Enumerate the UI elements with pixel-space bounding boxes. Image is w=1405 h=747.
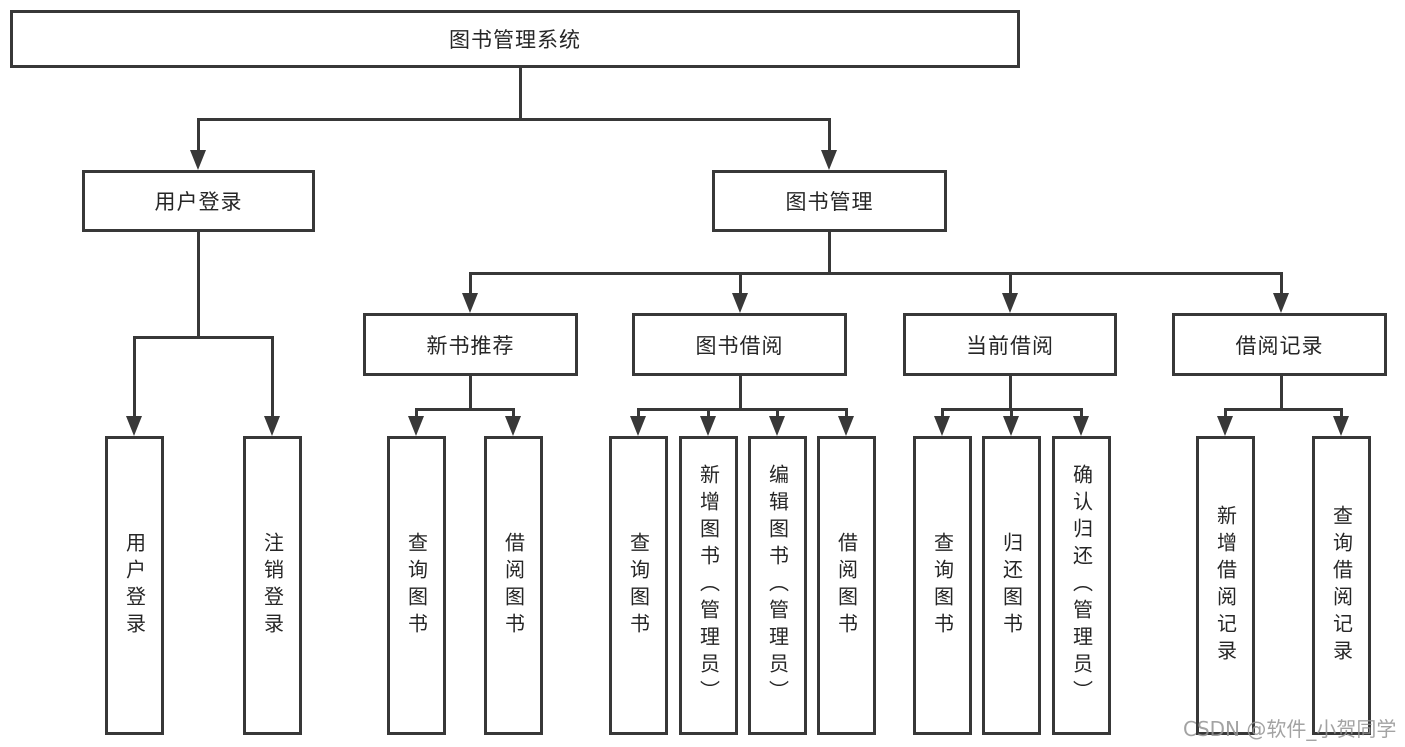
down-arrowhead-book-management xyxy=(821,150,837,170)
connector-drop-user-login xyxy=(197,118,200,152)
node-root: 图书管理系统 xyxy=(10,10,1020,68)
down-arrowhead-borrow-books-borrowing xyxy=(838,416,854,436)
down-arrowhead-borrowing-records xyxy=(1273,293,1289,313)
node-current-borrowing-label: 当前借阅 xyxy=(966,333,1054,358)
connector-drop-confirm-return-admin xyxy=(1080,408,1083,418)
leaf-query-books-recommend-label: 查询图书 xyxy=(404,531,429,640)
leaf-query-books-borrowing-label: 查询图书 xyxy=(626,531,651,640)
down-arrowhead-borrow-books-recommend xyxy=(505,416,521,436)
leaf-logout-label: 注销登录 xyxy=(260,531,285,640)
node-book-borrowing-label: 图书借阅 xyxy=(695,333,784,358)
connector-drop-add-books-admin xyxy=(707,408,710,418)
down-arrowhead-book-borrowing xyxy=(732,293,748,313)
connector-drop-query-books-current xyxy=(941,408,944,418)
leaf-borrow-books-recommend-label: 借阅图书 xyxy=(501,531,526,640)
connector-drop-leaf-logout xyxy=(271,336,274,418)
leaf-query-borrow-record: 查询借阅记录 xyxy=(1312,436,1371,735)
leaf-edit-books-admin-label: 编辑图书（管理员） xyxy=(765,464,790,707)
connector-user-login-rail xyxy=(133,336,274,339)
leaf-user-login: 用户登录 xyxy=(105,436,164,735)
leaf-return-books: 归还图书 xyxy=(982,436,1041,735)
node-borrowing-records: 借阅记录 xyxy=(1172,313,1387,376)
leaf-confirm-return-admin-label: 确认归还（管理员） xyxy=(1069,464,1094,707)
connector-drop-current-borrowing xyxy=(1009,272,1012,295)
connector-root-stem xyxy=(519,68,522,118)
connector-drop-book-management xyxy=(828,118,831,152)
node-user-login: 用户登录 xyxy=(82,170,315,232)
connector-new-book-recommend-rail xyxy=(415,408,515,411)
connector-drop-return-books xyxy=(1010,408,1013,418)
connector-drop-query-borrow-record xyxy=(1340,408,1343,418)
leaf-borrow-books-borrowing: 借阅图书 xyxy=(817,436,876,735)
down-arrowhead-user-login xyxy=(190,150,206,170)
leaf-add-books-admin-label: 新增图书（管理员） xyxy=(696,464,721,707)
leaf-query-books-current: 查询图书 xyxy=(913,436,972,735)
down-arrowhead-query-books-current xyxy=(934,416,950,436)
connector-user-login-stem xyxy=(197,232,200,336)
leaf-query-borrow-record-label: 查询借阅记录 xyxy=(1329,504,1354,667)
down-arrowhead-new-book-recommend xyxy=(462,293,478,313)
connector-new-book-recommend-stem xyxy=(469,376,472,408)
leaf-confirm-return-admin: 确认归还（管理员） xyxy=(1052,436,1111,735)
connector-book-management-rail xyxy=(469,272,1283,275)
connector-book-borrowing-rail xyxy=(637,408,848,411)
down-arrowhead-edit-books-admin xyxy=(769,416,785,436)
connector-borrowing-records-rail xyxy=(1224,408,1343,411)
leaf-return-books-label: 归还图书 xyxy=(999,531,1024,640)
connector-drop-leaf-user-login xyxy=(133,336,136,418)
down-arrowhead-leaf-user-login xyxy=(126,416,142,436)
down-arrowhead-current-borrowing xyxy=(1002,293,1018,313)
connector-drop-query-books-borrowing xyxy=(637,408,640,418)
connector-drop-new-book-recommend xyxy=(469,272,472,295)
node-book-management-label: 图书管理 xyxy=(785,190,874,214)
down-arrowhead-leaf-logout xyxy=(264,416,280,436)
down-arrowhead-query-books-recommend xyxy=(408,416,424,436)
down-arrowhead-add-borrow-record xyxy=(1217,416,1233,436)
down-arrowhead-return-books xyxy=(1003,416,1019,436)
node-new-book-recommend: 新书推荐 xyxy=(363,313,578,376)
node-root-label: 图书管理系统 xyxy=(449,28,581,52)
connector-drop-book-borrowing xyxy=(739,272,742,295)
leaf-add-borrow-record-label: 新增借阅记录 xyxy=(1213,504,1238,667)
leaf-borrow-books-recommend: 借阅图书 xyxy=(484,436,543,735)
leaf-borrow-books-borrowing-label: 借阅图书 xyxy=(834,531,859,640)
connector-root-rail xyxy=(197,118,831,121)
connector-drop-borrowing-records xyxy=(1280,272,1283,295)
node-book-borrowing: 图书借阅 xyxy=(632,313,847,376)
connector-drop-borrow-books-recommend xyxy=(512,408,515,418)
node-user-login-label: 用户登录 xyxy=(154,190,243,214)
connector-borrowing-records-stem xyxy=(1280,376,1283,408)
down-arrowhead-query-books-borrowing xyxy=(630,416,646,436)
leaf-query-books-current-label: 查询图书 xyxy=(930,531,955,640)
connector-drop-borrow-books-borrowing xyxy=(845,408,848,418)
connector-current-borrowing-stem xyxy=(1009,376,1012,408)
leaf-query-books-borrowing: 查询图书 xyxy=(609,436,668,735)
node-current-borrowing: 当前借阅 xyxy=(903,313,1117,376)
down-arrowhead-confirm-return-admin xyxy=(1073,416,1089,436)
leaf-logout: 注销登录 xyxy=(243,436,302,735)
connector-book-management-stem xyxy=(828,232,831,272)
node-new-book-recommend-label: 新书推荐 xyxy=(426,333,515,358)
connector-book-borrowing-stem xyxy=(739,376,742,408)
leaf-user-login-label: 用户登录 xyxy=(122,531,147,640)
node-borrowing-records-label: 借阅记录 xyxy=(1235,333,1324,358)
leaf-add-books-admin: 新增图书（管理员） xyxy=(679,436,738,735)
watermark: CSDN @软件_小贺同学 xyxy=(1183,717,1397,741)
connector-drop-add-borrow-record xyxy=(1224,408,1227,418)
down-arrowhead-add-books-admin xyxy=(700,416,716,436)
leaf-query-books-recommend: 查询图书 xyxy=(387,436,446,735)
down-arrowhead-query-borrow-record xyxy=(1333,416,1349,436)
connector-drop-query-books-recommend xyxy=(415,408,418,418)
node-book-management: 图书管理 xyxy=(712,170,947,232)
leaf-add-borrow-record: 新增借阅记录 xyxy=(1196,436,1255,735)
leaf-edit-books-admin: 编辑图书（管理员） xyxy=(748,436,807,735)
connector-drop-edit-books-admin xyxy=(776,408,779,418)
